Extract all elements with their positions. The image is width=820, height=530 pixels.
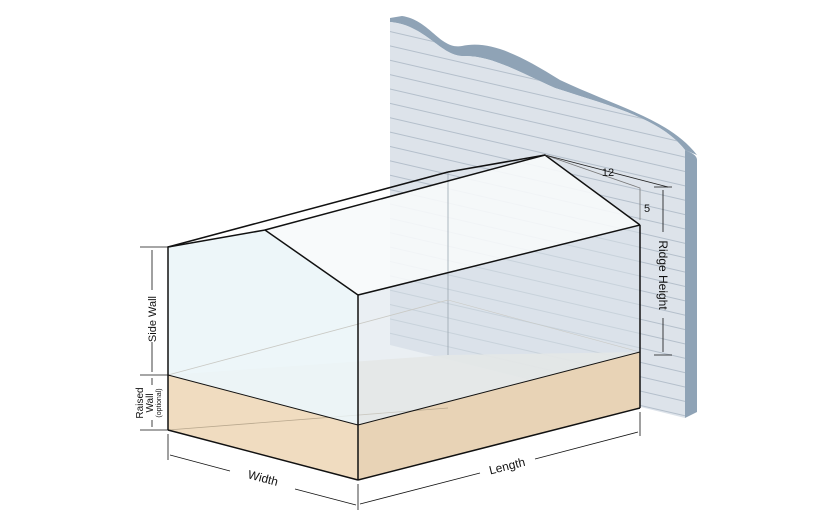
length-label: Length <box>488 455 527 477</box>
optional-label: (optional) <box>156 388 163 417</box>
pitch-rise-label: 5 <box>644 203 650 215</box>
raised-wall-label: Raised <box>135 387 146 418</box>
pitch-run-label: 12 <box>602 167 614 179</box>
ridge-height-label: Ridge Height <box>656 240 670 310</box>
side-wall-label: Side Wall <box>147 296 159 342</box>
width-label: Width <box>246 467 279 488</box>
raised-wall-label-2: Wall <box>145 393 156 412</box>
roof-pitch-indicator: 12 5 <box>544 154 669 220</box>
enclosure-walls <box>167 155 641 425</box>
building-outline <box>167 154 641 481</box>
dimension-lines <box>140 186 672 510</box>
